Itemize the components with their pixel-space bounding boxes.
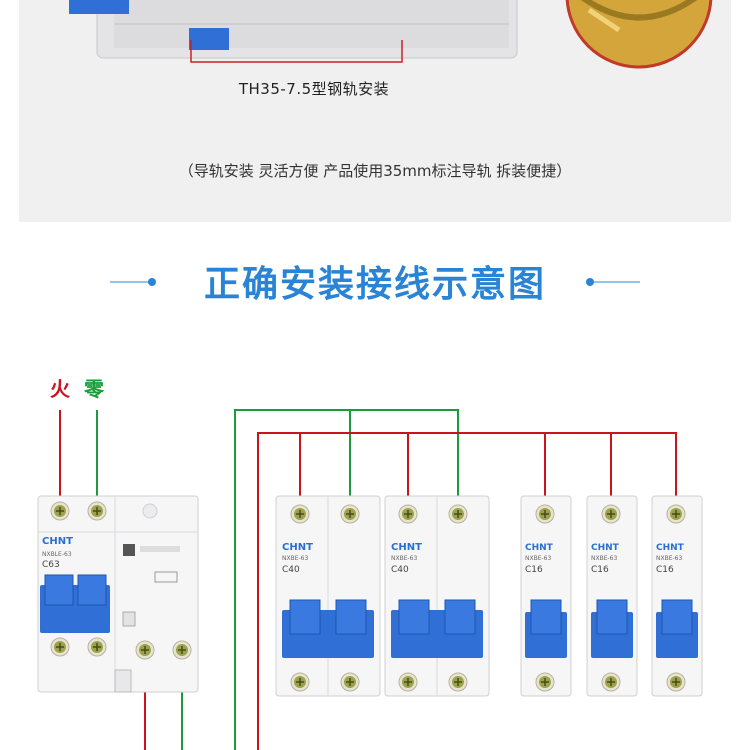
breaker-c16-c: CHNT NXBE-63 C16 xyxy=(651,495,703,697)
c16a-model: NXBE-63 xyxy=(525,555,551,562)
c40a-rating: C40 xyxy=(282,565,300,575)
din-rail-illustration xyxy=(69,0,713,69)
neutral-bus-wire xyxy=(234,409,459,750)
c16c-rating: C16 xyxy=(656,565,674,575)
rcbo-model: NXBLE-63 xyxy=(42,551,72,558)
rail-caption: TH35-7.5型钢轨安装 xyxy=(238,80,390,98)
c40b-rating: C40 xyxy=(391,565,409,575)
breaker-c40-b: CHNT NXBE-63 C40 xyxy=(384,495,490,697)
breaker-c40-a: CHNT NXBE-63 C40 xyxy=(275,495,381,697)
live-label: 火 xyxy=(50,377,70,401)
c16c-model: NXBE-63 xyxy=(656,555,682,562)
breaker-c16-b: CHNT NXBE-63 C16 xyxy=(586,495,638,697)
live-bus-wire xyxy=(257,432,677,750)
rail-sub-caption: （导轨安装 灵活方便 产品使用35mm标注导轨 拆装便捷） xyxy=(178,162,572,180)
breaker-c16-a: CHNT NXBE-63 C16 xyxy=(520,495,572,697)
section-title: 正确安装接线示意图 xyxy=(203,264,546,305)
c16b-brand: CHNT xyxy=(591,543,620,553)
neutral-label: 零 xyxy=(84,377,104,401)
c40a-model: NXBE-63 xyxy=(282,555,308,562)
c40b-model: NXBE-63 xyxy=(391,555,417,562)
c16b-rating: C16 xyxy=(591,565,609,575)
c16c-brand: CHNT xyxy=(656,543,685,553)
rcbo-breaker: CHNT NXBLE-63 C63 xyxy=(37,495,199,693)
c16a-brand: CHNT xyxy=(525,543,554,553)
c16a-rating: C16 xyxy=(525,565,543,575)
c40a-brand: CHNT xyxy=(282,542,313,553)
c40b-brand: CHNT xyxy=(391,542,422,553)
rcbo-brand: CHNT xyxy=(42,536,73,547)
c16b-model: NXBE-63 xyxy=(591,555,617,562)
product-photo-panel: TH35-7.5型钢轨安装 （导轨安装 灵活方便 产品使用35mm标注导轨 拆装… xyxy=(19,0,731,222)
rcbo-rating: C63 xyxy=(42,560,60,570)
